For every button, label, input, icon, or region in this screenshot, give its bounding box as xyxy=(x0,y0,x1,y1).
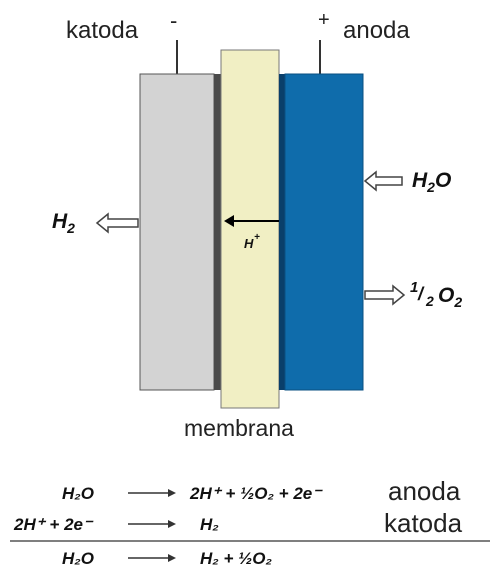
membrane-label: membrana xyxy=(184,415,294,441)
proton-arrowhead xyxy=(224,215,234,227)
anode-label: anoda xyxy=(343,17,410,44)
reaction-arrowhead xyxy=(168,520,176,528)
reaction-right: 2H⁺ + ½O₂ + 2e⁻ xyxy=(189,484,323,503)
cathode-label: katoda xyxy=(66,17,139,44)
water-inlet-label: H2O xyxy=(412,169,451,195)
reaction-overall: H₂O H₂ + ½O₂ xyxy=(62,549,273,568)
oxygen-fraction-num: 1 xyxy=(410,279,418,296)
oxygen-fraction-den: 2 xyxy=(425,293,434,309)
reaction-right: H₂ + ½O₂ xyxy=(200,549,273,568)
reaction-name: katoda xyxy=(384,508,463,538)
reaction-arrowhead xyxy=(168,554,176,562)
reaction-arrowhead xyxy=(168,489,176,497)
reaction-anode: H₂O 2H⁺ + ½O₂ + 2e⁻ anoda xyxy=(62,476,461,506)
proton-charge: + xyxy=(254,232,260,243)
reaction-left: 2H⁺ + 2e⁻ xyxy=(13,515,94,534)
oxygen-fraction-slash: / xyxy=(417,284,425,304)
anode-plate-edge xyxy=(279,74,285,390)
reaction-name: anoda xyxy=(388,476,461,506)
reaction-left: H₂O xyxy=(62,549,94,568)
h2-outlet-arrow xyxy=(95,212,139,234)
oxygen-product-label: O2 xyxy=(438,284,462,310)
h2-product-label: H2 xyxy=(52,210,75,236)
anode-sign: + xyxy=(318,9,330,31)
membrane xyxy=(220,49,280,409)
water-inlet-arrow xyxy=(363,170,403,192)
proton-label: H xyxy=(244,236,254,251)
reaction-right: H₂ xyxy=(200,515,219,534)
anode-plate xyxy=(284,73,364,391)
cathode-plate xyxy=(139,73,215,391)
reaction-left: H₂O xyxy=(62,484,94,503)
oxygen-outlet-arrow xyxy=(364,284,406,306)
cathode-plate-edge xyxy=(214,74,221,390)
cathode-sign: - xyxy=(170,8,177,33)
reaction-cathode: 2H⁺ + 2e⁻ H₂ katoda xyxy=(13,508,463,538)
